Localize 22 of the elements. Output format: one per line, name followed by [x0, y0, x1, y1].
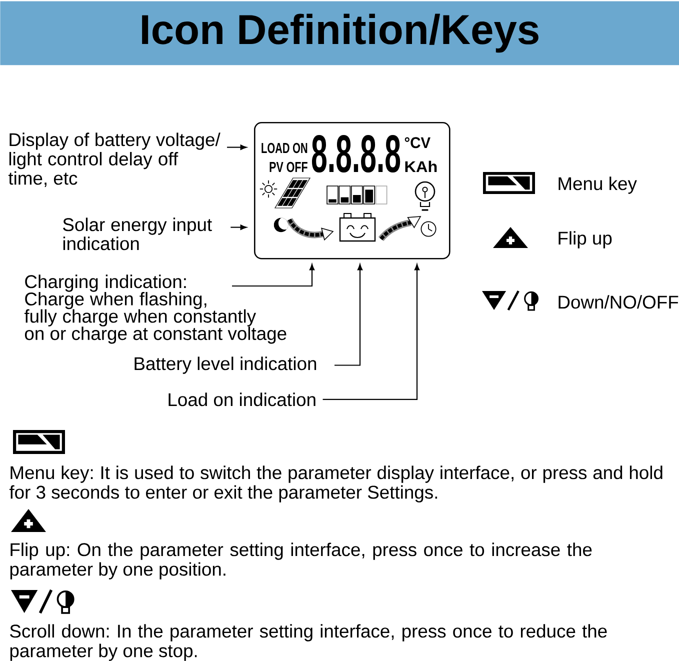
key-label: Down/NO/OFF	[558, 295, 678, 309]
node-label: LOAD ON	[262, 142, 308, 154]
key-label: Menu key	[558, 176, 637, 194]
title-banner: Icon Definition/Keys	[0, 1, 679, 66]
node-label: PV OFF	[270, 162, 308, 172]
description-text: Scroll down: In the parameter setting interface, press once to reduce the parameter by one stop.	[10, 624, 607, 661]
callout-text: Solar energy input indication	[63, 218, 212, 250]
key-label: Flip up	[558, 231, 612, 248]
callout-text: Display of battery voltage/ light control delay off time, etc	[8, 132, 220, 187]
node-label: °CV	[404, 137, 430, 148]
arrow	[232, 264, 315, 287]
description-text: Menu key: It is used to switch the parameter display interface, or press and hold for 3 seconds to enter or exit the parameter Settings.	[9, 466, 662, 502]
description-text: Flip up: On the parameter setting interface, press once to increase the parameter by one position.	[10, 542, 592, 580]
arrow	[230, 224, 247, 230]
arrow	[322, 264, 420, 400]
callout-text: Charging indication: Charge when flashing, fully charge when constantly on or charge at constant voltage	[24, 274, 286, 344]
node-label: 8.8.8.8	[312, 135, 400, 173]
node-label: KAh	[405, 160, 437, 172]
arrow	[227, 144, 247, 150]
arrow	[334, 264, 363, 366]
callout-text: Battery level indication	[134, 356, 316, 374]
callout-text: Load on indication	[168, 392, 316, 406]
